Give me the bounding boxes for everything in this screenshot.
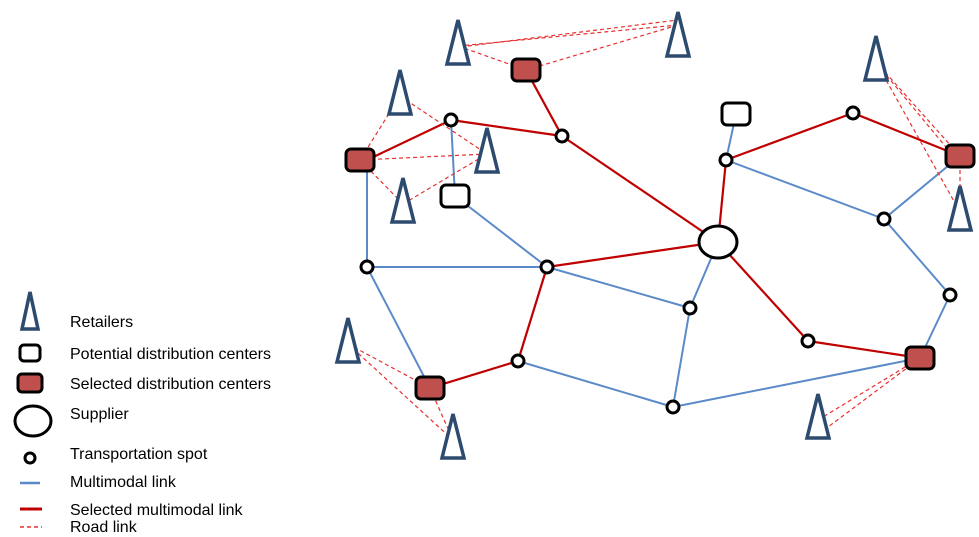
transportation-spot	[718, 152, 734, 168]
retailer-icon	[444, 19, 472, 66]
selected-multimodal-link	[725, 111, 854, 162]
retailer-icon	[439, 413, 467, 460]
retailer-icon	[946, 185, 974, 232]
road-link	[823, 361, 916, 431]
selected-multimodal-link	[450, 118, 563, 138]
legend-selected-link-label: Selected multimodal link	[70, 502, 244, 519]
multimodal-link	[450, 119, 456, 197]
road-link	[875, 61, 961, 157]
selected-multimodal-link	[516, 266, 549, 362]
road-link	[402, 153, 488, 205]
selected-distribution-center	[904, 345, 936, 371]
selected-distribution-center	[414, 375, 446, 401]
legend: Retailers Potential distribution centers…	[13, 291, 271, 536]
transportation-spot	[876, 211, 892, 227]
multimodal-link	[517, 360, 674, 408]
transportation-spot	[359, 259, 375, 275]
selected-multimodal-link	[717, 241, 809, 342]
retailer-icon	[804, 393, 832, 440]
retailers	[334, 11, 974, 460]
selected-distribution-centers	[344, 57, 976, 401]
legend-supplier-label: Supplier	[70, 406, 129, 423]
retailer-icon	[334, 317, 362, 364]
legend-retailers-label: Retailers	[70, 314, 133, 331]
legend-supplier-icon	[13, 404, 53, 438]
potential-distribution-center	[720, 101, 752, 127]
legend-selected-dc-icon	[16, 372, 44, 394]
selected-multimodal-link	[807, 339, 921, 360]
transportation-spots	[359, 105, 958, 415]
legend-potential-dc-icon	[18, 343, 42, 363]
potential-distribution-center	[439, 183, 471, 209]
transportation-spot	[845, 105, 861, 121]
selected-distribution-center	[944, 143, 976, 169]
road-link	[817, 357, 921, 421]
transportation-spot	[665, 399, 681, 415]
road-link	[457, 24, 679, 47]
retailer-icon	[664, 11, 692, 58]
multimodal-link	[546, 266, 691, 309]
legend-road-link-label: Road link	[70, 519, 138, 536]
road-link	[881, 69, 956, 159]
transportation-spot	[554, 128, 570, 144]
legend-selected-dc-label: Selected distribution centers	[70, 376, 271, 393]
road-link	[347, 343, 454, 441]
supplier-node	[697, 224, 739, 260]
selected-multimodal-links	[366, 69, 961, 390]
legend-potential-dc-label: Potential distribution centers	[70, 346, 271, 363]
selected-distribution-center	[344, 147, 376, 173]
multimodal-link	[454, 195, 548, 268]
selected-multimodal-link	[546, 240, 719, 269]
road-link	[457, 45, 527, 71]
multimodal-link	[366, 266, 431, 389]
retailer-icon	[386, 69, 414, 116]
legend-multimodal-link-label: Multimodal link	[70, 474, 177, 491]
legend-transport-spot-icon	[23, 451, 37, 465]
selected-distribution-center	[510, 57, 542, 83]
retailer-icon	[473, 127, 501, 174]
multimodal-link	[725, 159, 885, 220]
multimodal-link	[672, 357, 921, 408]
transportation-spot	[539, 259, 555, 275]
selected-multimodal-link	[852, 111, 961, 158]
road-link	[467, 19, 679, 47]
legend-transport-spot-label: Transportation spot	[70, 446, 208, 463]
multimodal-link	[883, 218, 951, 296]
selected-multimodal-link	[561, 135, 719, 243]
transportation-spot	[682, 300, 698, 316]
road-link	[359, 95, 401, 161]
transportation-spot	[800, 333, 816, 349]
multimodal-link	[672, 307, 691, 408]
transportation-spot	[510, 353, 526, 369]
road-link	[399, 95, 488, 155]
road-link	[875, 61, 961, 213]
legend-retailer-icon	[19, 291, 41, 331]
transportation-spot	[443, 112, 459, 128]
potential-distribution-centers	[439, 101, 752, 209]
road-link	[359, 153, 488, 161]
retailer-icon	[389, 177, 417, 224]
road-link	[525, 24, 679, 71]
selected-multimodal-link	[366, 119, 452, 161]
retailer-icon	[862, 35, 890, 82]
multimodal-links	[366, 113, 961, 408]
transportation-spot	[942, 287, 958, 303]
